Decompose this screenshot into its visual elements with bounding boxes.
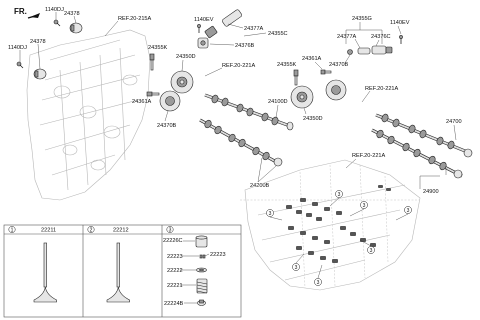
table-cell-2-header: 2 22212 bbox=[87, 226, 129, 234]
bolt-1140ev-left[interactable] bbox=[197, 24, 201, 33]
label-22223-right: 22223 bbox=[210, 252, 226, 258]
valve-lifter-22226c[interactable] bbox=[195, 235, 208, 248]
label-1140ev-right: 1140EV bbox=[390, 20, 410, 26]
label-24361a-left: 24361A bbox=[132, 99, 152, 105]
callout-3-g[interactable]: 3 bbox=[314, 278, 322, 286]
label-24376b: 24376B bbox=[235, 43, 255, 49]
bolt-24361a-left[interactable] bbox=[146, 91, 160, 97]
svg-text:2: 2 bbox=[90, 228, 93, 234]
label-22221: 22221 bbox=[167, 283, 183, 289]
label-24350d-left: 24350D bbox=[176, 54, 196, 60]
oil-control-valve-right[interactable] bbox=[347, 45, 393, 55]
svg-text:3: 3 bbox=[169, 228, 172, 234]
label-22226c: 22226C bbox=[163, 238, 183, 244]
camshaft-24100d[interactable] bbox=[204, 93, 294, 131]
label-22223-left: 22223 bbox=[167, 254, 183, 260]
label-22222: 22222 bbox=[167, 268, 183, 274]
valve-seal-22224b[interactable] bbox=[197, 299, 206, 306]
svg-text:3: 3 bbox=[338, 192, 341, 198]
cam-phaser-24350d-left[interactable] bbox=[170, 70, 194, 94]
label-24370b-right: 24370B bbox=[329, 62, 349, 68]
label-24361a-right: 24361A bbox=[302, 56, 322, 62]
bolt-24361a-right[interactable] bbox=[320, 69, 332, 75]
engine-block-ghost bbox=[240, 159, 421, 291]
bolt-24355k-left[interactable] bbox=[149, 53, 155, 71]
callout-3-e[interactable]: 3 bbox=[367, 246, 375, 254]
label-24355k-left: 24355K bbox=[148, 45, 168, 51]
label-24370b: 24370B bbox=[157, 123, 177, 129]
svg-text:1: 1 bbox=[11, 228, 14, 234]
label-22211: 22211 bbox=[41, 228, 56, 234]
bolt-24355k-right[interactable] bbox=[293, 69, 299, 86]
cylinder-head-ghost bbox=[26, 29, 151, 201]
camshaft-24900[interactable] bbox=[371, 128, 463, 179]
ref-20-221a-bottom: REF.20-221A bbox=[352, 153, 386, 159]
label-1140dj-left: 1140DJ bbox=[8, 45, 27, 51]
valve-parts-table: 1 22211 2 22212 3 bbox=[3, 224, 242, 318]
label-24355c: 24355C bbox=[268, 31, 288, 37]
part-24378-top[interactable] bbox=[69, 22, 83, 34]
callout-3-b[interactable]: 3 bbox=[360, 201, 368, 209]
label-24355k-right: 24355K bbox=[277, 62, 297, 68]
ref-20-221a-left: REF.20-221A bbox=[222, 63, 256, 69]
label-22224b: 22224B bbox=[164, 301, 184, 307]
exhaust-valve-22212[interactable] bbox=[106, 242, 130, 303]
bolt-1140ev-right[interactable] bbox=[399, 35, 403, 44]
label-24355g: 24355G bbox=[352, 16, 372, 22]
label-24900: 24900 bbox=[423, 189, 439, 195]
retainer-22222[interactable] bbox=[196, 267, 207, 273]
valve-ports-ghost bbox=[286, 185, 391, 263]
svg-text:3: 3 bbox=[407, 208, 410, 214]
cam-phaser-24350d-right[interactable] bbox=[290, 85, 314, 109]
cam-phaser-right-rear[interactable] bbox=[325, 79, 347, 101]
label-1140dj-top: 1140DJ bbox=[45, 7, 64, 13]
callout-3-c[interactable]: 3 bbox=[404, 206, 412, 214]
front-direction-indicator: FR. bbox=[14, 7, 40, 19]
callout-3-f[interactable]: 3 bbox=[292, 263, 300, 271]
label-24700: 24700 bbox=[446, 119, 462, 125]
table-cell-1-header: 1 22211 bbox=[8, 226, 56, 234]
label-24350d-right: 24350D bbox=[303, 116, 323, 122]
camshaft-24200b[interactable] bbox=[199, 118, 283, 167]
label-24200b: 24200B bbox=[250, 183, 270, 189]
label-24378-left: 24378 bbox=[30, 39, 46, 45]
label-22212: 22212 bbox=[113, 228, 129, 234]
cam-phaser-24370b-left[interactable] bbox=[159, 90, 181, 112]
bolt-1140dj-left[interactable] bbox=[16, 61, 24, 69]
valve-spring-22221[interactable] bbox=[196, 278, 208, 294]
svg-text:3: 3 bbox=[269, 211, 272, 217]
label-24100d: 24100D bbox=[268, 99, 288, 105]
fr-label: FR. bbox=[14, 7, 27, 16]
label-24376c: 24376C bbox=[371, 34, 391, 40]
camshaft-24700[interactable] bbox=[375, 113, 473, 158]
label-24377a-left: 24377A bbox=[244, 26, 264, 32]
intake-valve-22211[interactable] bbox=[33, 242, 57, 303]
retainer-key-22223[interactable] bbox=[199, 254, 206, 259]
label-24377a-right: 24377A bbox=[337, 34, 357, 40]
svg-text:3: 3 bbox=[363, 203, 366, 209]
svg-text:3: 3 bbox=[370, 248, 373, 254]
oil-control-valve-left[interactable] bbox=[197, 9, 243, 49]
callout-3-a[interactable]: 3 bbox=[335, 190, 343, 198]
callout-3-d[interactable]: 3 bbox=[266, 209, 274, 217]
label-24378-top: 24378 bbox=[64, 11, 80, 17]
part-24378-left[interactable] bbox=[33, 68, 47, 80]
svg-text:3: 3 bbox=[317, 280, 320, 286]
label-1140ev-left: 1140EV bbox=[194, 17, 214, 23]
ref-20-215a: REF.20-215A bbox=[118, 16, 152, 22]
bolt-1140dj-top[interactable] bbox=[53, 19, 61, 27]
table-cell-3-header: 3 bbox=[166, 226, 174, 234]
ref-20-221a-right: REF.20-221A bbox=[365, 86, 399, 92]
svg-text:3: 3 bbox=[295, 265, 298, 271]
